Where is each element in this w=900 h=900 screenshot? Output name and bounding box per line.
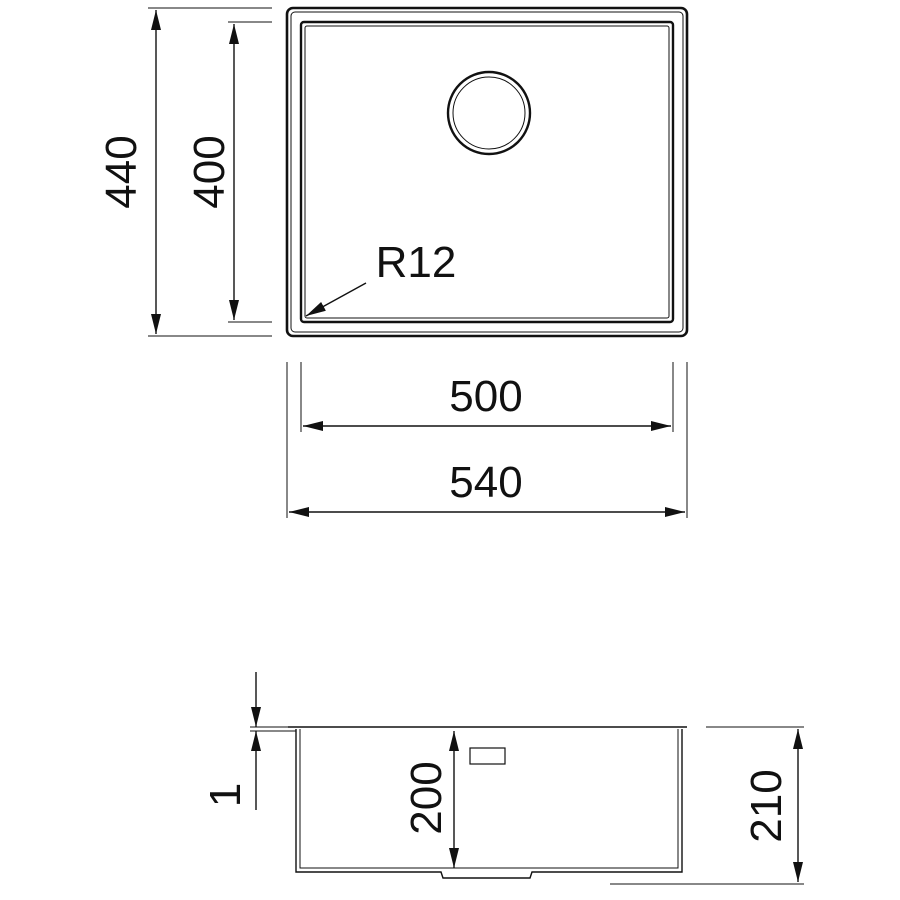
side-view	[250, 672, 804, 885]
dim-400-label: 400	[185, 135, 234, 208]
dim-500-label: 500	[449, 372, 522, 421]
drain-outer-ring	[446, 70, 532, 156]
bowl-profile-outer	[295, 729, 683, 879]
dim-210-label: 210	[742, 769, 791, 842]
dim-440-label: 440	[97, 135, 146, 208]
sink-outer-outline	[285, 6, 689, 338]
bowl-profile-inner	[299, 729, 679, 869]
overflow-slot	[469, 747, 506, 765]
radius-leader-line	[305, 282, 367, 317]
dim-1-label: 1	[201, 783, 250, 807]
bowl-inner-line	[304, 25, 670, 319]
dim-200-label: 200	[402, 761, 451, 834]
sink-outer-inner-line	[290, 11, 684, 333]
dim-540-label: 540	[449, 458, 522, 507]
drain-inner-ring	[452, 76, 526, 150]
top-view	[148, 6, 689, 518]
bowl-outline	[299, 20, 675, 324]
radius-label: R12	[376, 238, 457, 287]
